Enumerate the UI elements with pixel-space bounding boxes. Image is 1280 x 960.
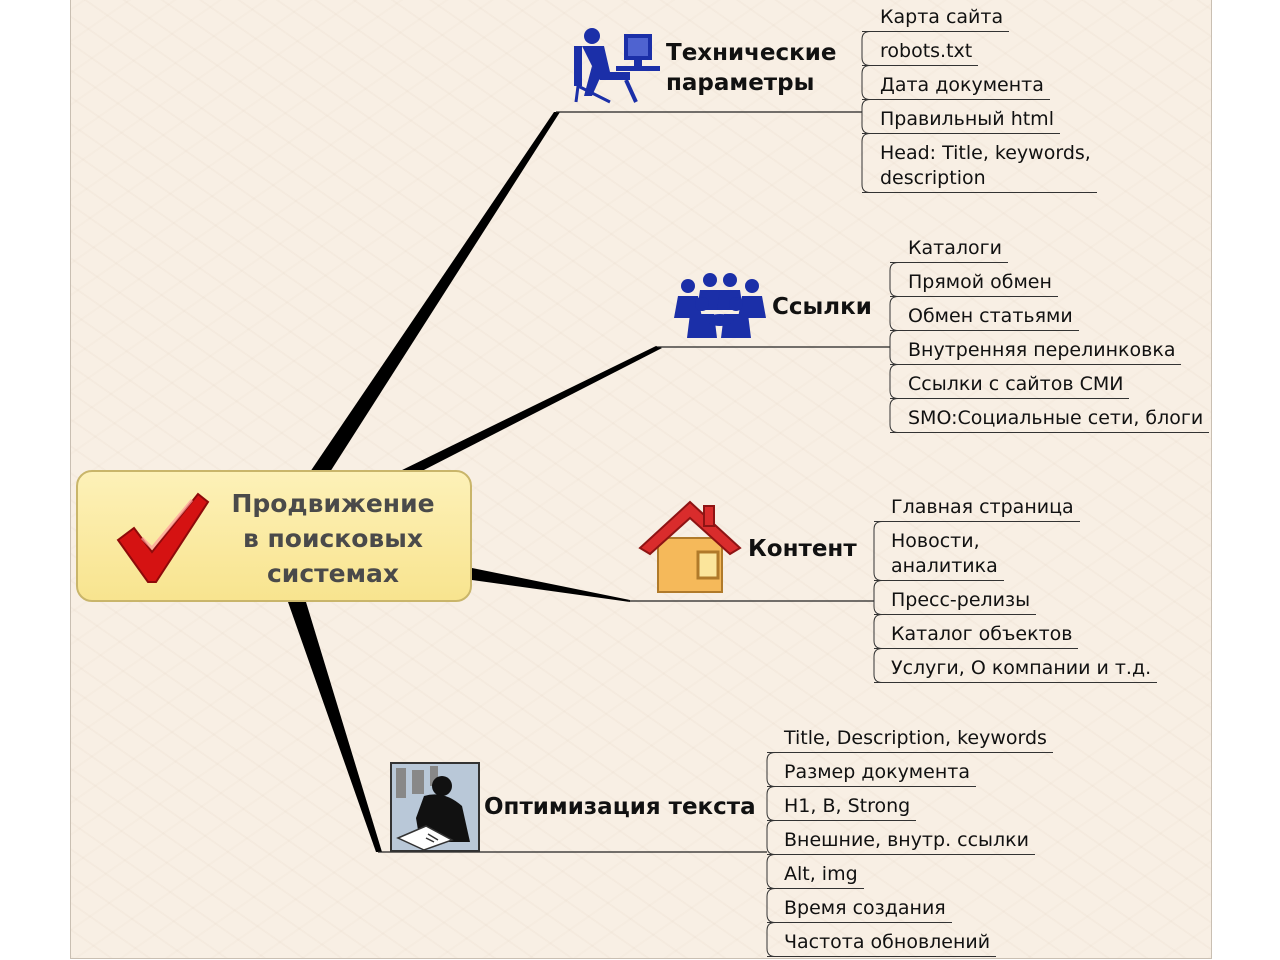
leaf-bracket xyxy=(766,854,776,889)
leaf-text-2[interactable]: Размер документа xyxy=(784,761,970,783)
leaf-bracket xyxy=(873,580,883,615)
leaf-links-2[interactable]: Прямой обмен xyxy=(908,271,1052,293)
leaf-links-4[interactable]: Внутренняя перелинковка xyxy=(908,339,1176,361)
mind-map-canvas xyxy=(70,0,1212,959)
branch-connector-links xyxy=(398,346,662,472)
leaf-bracket xyxy=(766,888,776,923)
topic-links-title[interactable]: Ссылки xyxy=(772,294,872,320)
leaf-content-5[interactable]: Услуги, О компании и т.д. xyxy=(891,657,1152,679)
leaf-links-6[interactable]: SMO:Социальные сети, блоги xyxy=(908,407,1204,429)
leaf-bracket xyxy=(889,262,899,297)
leaf-bracket xyxy=(766,752,776,787)
leaf-links-3[interactable]: Обмен статьями xyxy=(908,305,1073,327)
leaf-connectors xyxy=(766,31,1209,957)
central-topic[interactable]: Продвижение в поисковых системах xyxy=(76,470,472,602)
leaf-text-7[interactable]: Частота обновлений xyxy=(784,931,991,953)
leaf-bracket xyxy=(873,521,883,581)
leaf-bracket xyxy=(766,820,776,855)
leaf-bracket xyxy=(889,364,899,399)
leaf-bracket xyxy=(889,296,899,331)
leaf-tech-3[interactable]: Дата документа xyxy=(880,74,1044,96)
leaf-bracket xyxy=(766,922,776,957)
branch-connector-tech xyxy=(310,112,560,472)
leaf-text-5[interactable]: Alt, img xyxy=(784,863,858,885)
leaf-text-1[interactable]: Title, Description, keywords xyxy=(784,727,1047,749)
leaf-tech-4[interactable]: Правильный html xyxy=(880,108,1054,130)
leaf-tech-2[interactable]: robots.txt xyxy=(880,40,973,62)
leaf-bracket xyxy=(861,31,871,66)
leaf-bracket xyxy=(889,330,899,365)
leaf-content-2[interactable]: Новости, аналитика xyxy=(891,530,998,577)
leaf-bracket xyxy=(873,614,883,649)
leaf-links-1[interactable]: Каталоги xyxy=(908,237,1002,259)
leaf-bracket xyxy=(873,648,883,683)
people-meeting-icon xyxy=(674,273,766,338)
leaf-text-6[interactable]: Время создания xyxy=(784,897,946,919)
leaf-tech-1[interactable]: Карта сайта xyxy=(880,6,1004,28)
leaf-bracket xyxy=(889,398,899,433)
leaf-tech-5[interactable]: Head: Title, keywords, description xyxy=(880,142,1091,189)
house-icon xyxy=(638,500,742,593)
leaf-links-5[interactable]: Ссылки с сайтов СМИ xyxy=(908,373,1124,395)
leaf-text-3[interactable]: H1, B, Strong xyxy=(784,795,911,817)
checkmark-icon xyxy=(116,492,210,583)
leaf-content-3[interactable]: Пресс-релизы xyxy=(891,589,1031,611)
leaf-bracket xyxy=(861,99,871,134)
leaf-content-4[interactable]: Каталог объектов xyxy=(891,623,1073,645)
person-writing-icon xyxy=(390,762,480,852)
leaf-content-1[interactable]: Главная страница xyxy=(891,496,1074,518)
central-topic-title: Продвижение в поисковых системах xyxy=(231,489,435,588)
branch-connector-content xyxy=(472,568,630,602)
leaf-bracket xyxy=(766,786,776,821)
topic-content-title[interactable]: Контент xyxy=(748,536,857,562)
topic-text-title[interactable]: Оптимизация текста xyxy=(484,794,756,820)
leaf-bracket xyxy=(861,133,871,193)
topic-tech-title[interactable]: Технические параметры xyxy=(666,40,837,96)
leaf-bracket xyxy=(861,65,871,100)
person-at-computer-icon xyxy=(574,28,660,104)
leaf-text-4[interactable]: Внешние, внутр. ссылки xyxy=(784,829,1030,851)
branch-connector-text xyxy=(288,602,382,852)
